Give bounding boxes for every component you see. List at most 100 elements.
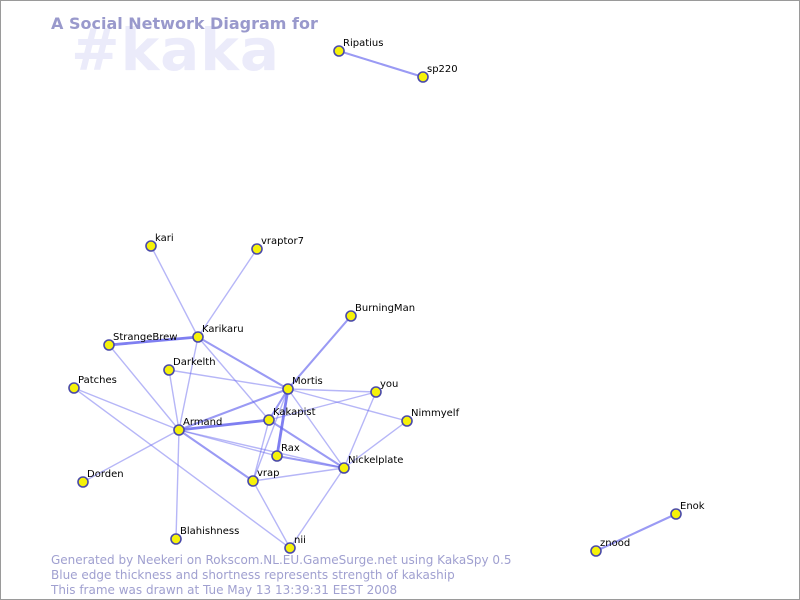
node-label: vrap: [257, 468, 280, 479]
node-strangebrew: StrangeBrew: [103, 332, 177, 351]
node-marker: [370, 386, 382, 398]
footer: Generated by Neekeri on Rokscom.NL.EU.Ga…: [51, 553, 512, 598]
edge-patches-nii: [73, 387, 291, 549]
node-label: Nimmyelf: [411, 408, 460, 419]
edge-karikaru-kakapist: [197, 336, 270, 421]
node-enok: Enok: [670, 501, 705, 520]
edge-kakapist-vrap: [252, 419, 270, 482]
node-label: BurningMan: [355, 303, 415, 314]
node-nimmyelf: Nimmyelf: [401, 408, 460, 427]
edge-armand-dorden: [82, 429, 180, 483]
edge-mortis-nickelplate: [287, 388, 345, 469]
edge-patches-armand: [73, 387, 180, 431]
diagram-title: A Social Network Diagram for: [51, 14, 318, 33]
node-label: Karikaru: [202, 324, 244, 335]
node-marker: [173, 424, 185, 436]
edge-enok-znood: [595, 513, 677, 552]
node-vrap: vrap: [247, 468, 280, 487]
footer-legend: Blue edge thickness and shortness repres…: [51, 568, 455, 582]
node-darkelth: Darkelth: [163, 357, 216, 376]
node-label: Mortis: [292, 376, 323, 387]
edge-mortis-rax: [275, 388, 290, 457]
node-kakapist: Kakapist: [263, 407, 316, 426]
edge-nickelplate-nii: [289, 467, 345, 549]
edge-darkelth-armand: [168, 369, 180, 431]
edge-vraptor7-karikaru: [197, 248, 258, 338]
edge-you-kakapist: [268, 391, 377, 421]
node-nickelplate: Nickelplate: [338, 455, 403, 474]
edge-armand-blahishness: [175, 429, 180, 540]
edge-armand-nickelplate: [178, 429, 345, 469]
node-label: znood: [600, 538, 630, 549]
node-marker: [145, 240, 157, 252]
node-marker: [282, 383, 294, 395]
node-marker: [401, 415, 413, 427]
node-label: you: [380, 379, 398, 390]
node-marker: [284, 542, 296, 554]
node-sp220: sp220: [417, 64, 458, 83]
edge-mortis-kakapist: [268, 388, 289, 421]
node-label: Rax: [281, 443, 300, 454]
node-label: sp220: [427, 64, 458, 75]
edge-karikaru-mortis: [197, 336, 289, 390]
edge-mortis-armand: [178, 388, 289, 431]
node-marker: [271, 450, 283, 462]
edge-burningman-mortis: [287, 315, 352, 390]
node-label: Ripatius: [343, 38, 383, 49]
node-mortis: Mortis: [282, 376, 323, 395]
edge-armand-rax: [178, 429, 278, 457]
node-marker: [345, 310, 357, 322]
node-armand: Armand: [173, 417, 222, 436]
node-marker: [68, 382, 80, 394]
edge-strangebrew-karikaru: [108, 335, 199, 347]
node-label: nii: [294, 535, 306, 546]
edge-kari-karikaru: [150, 245, 199, 338]
node-ripatius: Ripatius: [333, 38, 383, 57]
node-label: vraptor7: [261, 236, 304, 247]
node-marker: [590, 545, 602, 557]
node-vraptor7: vraptor7: [251, 236, 304, 255]
edge-vrap-nickelplate: [252, 467, 345, 482]
graph-edges: [73, 49, 677, 552]
graph-nodes: Ripatius sp220 kari vraptor7BurningManStran…: [68, 38, 705, 557]
node-marker: [417, 71, 429, 83]
node-label: Kakapist: [273, 407, 316, 418]
node-karikaru: Karikaru: [192, 324, 244, 343]
node-label: Darkelth: [173, 357, 216, 368]
edge-karikaru-armand: [178, 336, 199, 431]
node-marker: [263, 414, 275, 426]
node-rax: Rax: [271, 443, 300, 462]
node-marker: [333, 45, 345, 57]
node-marker: [670, 508, 682, 520]
node-marker: [338, 462, 350, 474]
edge-armand-vrap: [178, 429, 254, 482]
node-marker: [247, 475, 259, 487]
node-label: Dorden: [87, 469, 124, 480]
node-label: Enok: [680, 501, 705, 512]
edge-mortis-vrap: [252, 388, 289, 482]
node-marker: [192, 331, 204, 343]
node-marker: [170, 533, 182, 545]
node-znood: znood: [590, 538, 630, 557]
edge-darkelth-mortis: [168, 369, 289, 390]
node-kari: kari: [145, 233, 174, 252]
node-label: StrangeBrew: [113, 332, 177, 343]
edge-ripatius-sp220: [338, 49, 424, 79]
node-label: Blahishness: [180, 526, 239, 537]
node-patches: Patches: [68, 375, 117, 394]
edge-kakapist-armand: [178, 418, 270, 432]
edge-you-nickelplate: [343, 391, 377, 469]
node-label: Armand: [183, 417, 222, 428]
node-blahishness: Blahishness: [170, 526, 239, 545]
edge-strangebrew-armand: [108, 344, 180, 431]
node-label: Nickelplate: [348, 455, 403, 466]
footer-generated-by: Generated by Neekeri on Rokscom.NL.EU.Ga…: [51, 553, 512, 567]
edge-nimmyelf-nickelplate: [343, 420, 408, 469]
node-marker: [77, 476, 89, 488]
edge-mortis-nimmyelf: [287, 388, 408, 422]
node-burningman: BurningMan: [345, 303, 415, 322]
footer-timestamp: This frame was drawn at Tue May 13 13:39…: [51, 583, 398, 597]
edge-mortis-you: [287, 388, 377, 393]
